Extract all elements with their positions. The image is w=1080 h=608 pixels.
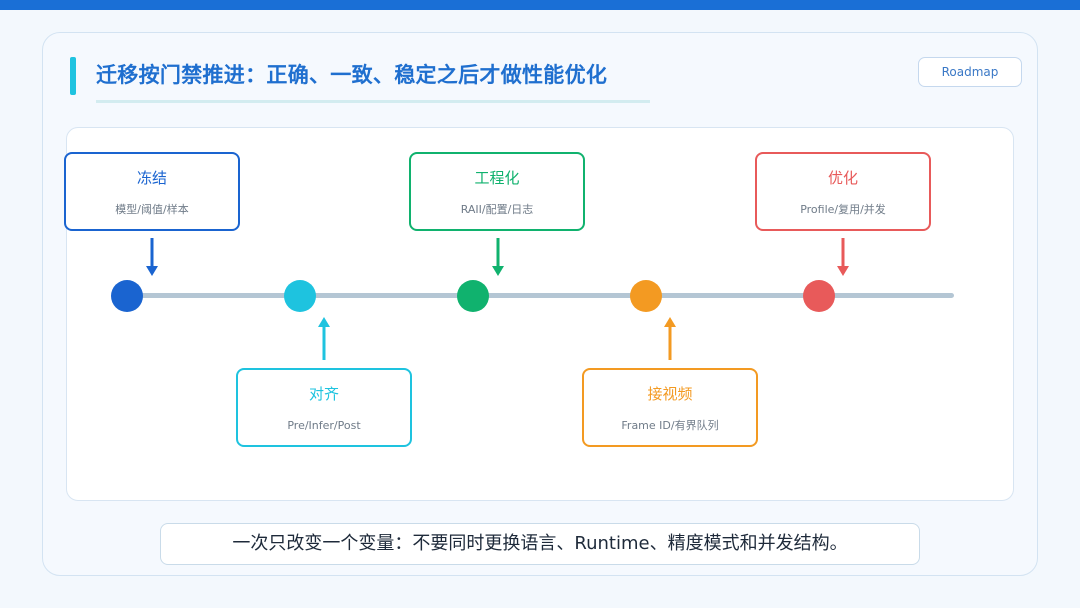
stage-card-freeze[interactable]: 冻结 模型/阈值/样本 (64, 152, 240, 231)
stage-detail: 模型/阈值/样本 (115, 203, 189, 216)
title-underline (96, 100, 650, 103)
arrow-down-icon (146, 238, 158, 276)
arrow-down-icon (492, 238, 504, 276)
stage-card-engineering[interactable]: 工程化 RAII/配置/日志 (409, 152, 585, 231)
stage-detail: Profile/复用/并发 (800, 203, 886, 216)
stage-dot-freeze (111, 280, 143, 312)
page-title: 迁移按门禁推进：正确、一致、稳定之后才做性能优化 (96, 63, 608, 87)
stage-dot-engineering (457, 280, 489, 312)
stage-name: 优化 (827, 169, 858, 187)
stage-card-video[interactable]: 接视频 Frame ID/有界队列 (582, 368, 758, 447)
arrow-up-icon (664, 317, 676, 360)
stage-name: 工程化 (474, 169, 520, 187)
stage-detail: Pre/Infer/Post (287, 419, 361, 432)
stage-card-optimize[interactable]: 优化 Profile/复用/并发 (755, 152, 931, 231)
timeline-line (124, 293, 954, 298)
stage-dot-optimize (803, 280, 835, 312)
roadmap-button[interactable]: Roadmap (918, 57, 1022, 87)
top-accent-bar (0, 0, 1080, 10)
stage-name: 接视频 (647, 385, 693, 403)
stage-detail: Frame ID/有界队列 (621, 419, 719, 432)
arrow-down-icon (837, 238, 849, 276)
stage-detail: RAII/配置/日志 (460, 203, 534, 216)
footer-note: 一次只改变一个变量：不要同时更换语言、Runtime、精度模式和并发结构。 (160, 523, 920, 565)
stage-name: 对齐 (308, 385, 339, 403)
stage-name: 冻结 (136, 169, 167, 187)
stage-card-align[interactable]: 对齐 Pre/Infer/Post (236, 368, 412, 447)
stage-dot-video (630, 280, 662, 312)
stage-dot-align (284, 280, 316, 312)
title-accent-bar (70, 57, 76, 95)
arrow-up-icon (318, 317, 330, 360)
